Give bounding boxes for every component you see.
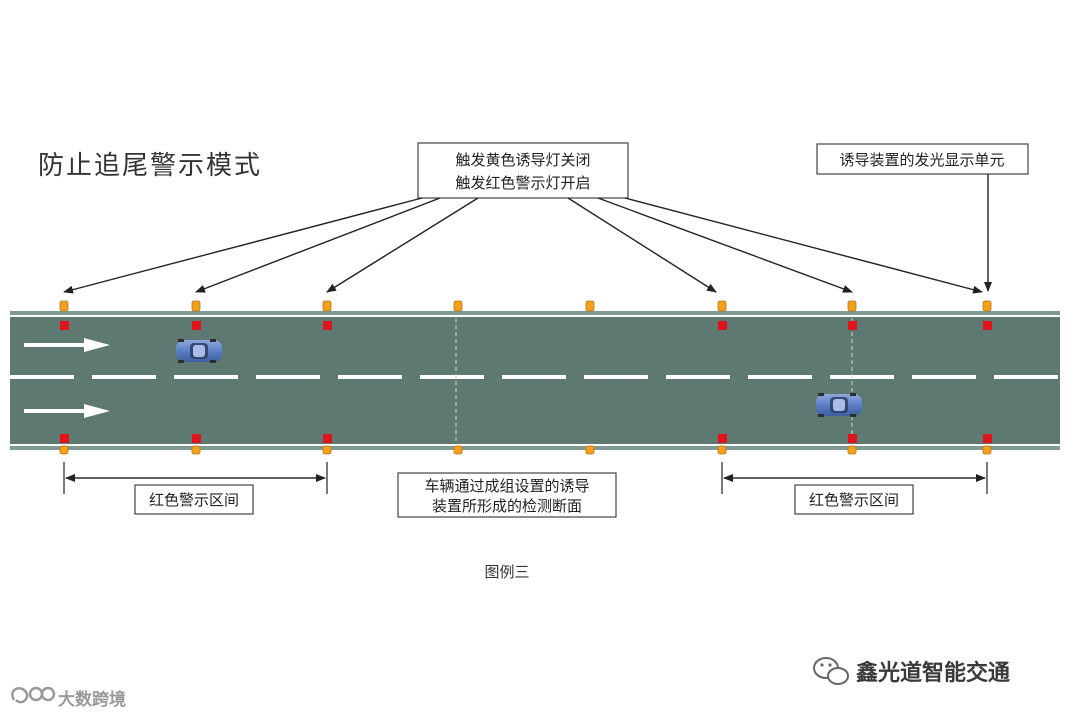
lane-center-markings [10, 375, 1058, 379]
car-top-lane [176, 339, 222, 363]
detection-section-line1: 车辆通过成组设置的诱导 [424, 477, 589, 495]
arrow-to-light-2 [195, 197, 441, 293]
lane-dash [256, 375, 320, 379]
lane-dash [338, 375, 402, 379]
red-warning-light-top [983, 321, 992, 330]
red-warning-light-bottom [323, 434, 332, 443]
yellow-guide-light-bottom [982, 445, 992, 455]
lane-dash [92, 375, 156, 379]
watermark-left-text: 大数跨境 [58, 689, 126, 710]
trigger-callout-box [417, 142, 629, 199]
yellow-guide-light-top [847, 300, 857, 312]
watermark-right: 鑫光道智能交通 [813, 657, 1010, 686]
direction-arrow-bottom [24, 404, 110, 418]
trigger-callout-line2: 触发红色警示灯开启 [455, 174, 590, 192]
red-warning-light-top [60, 321, 69, 330]
lane-dash [666, 375, 730, 379]
right-interval-box [794, 484, 914, 515]
red-warning-light-top [718, 321, 727, 330]
guide-lights [59, 300, 992, 455]
red-warning-light-bottom [848, 434, 857, 443]
lane-dash [420, 375, 484, 379]
logo-icon [11, 686, 56, 704]
trigger-callout-line1: 触发黄色诱导灯关闭 [455, 151, 590, 169]
right-warning-interval: 红色警示区间 [721, 462, 988, 515]
yellow-guide-light-top [585, 300, 595, 312]
arrow-to-light-6 [567, 197, 717, 293]
unit-callout-box [816, 143, 1029, 175]
watermark-left: 大数跨境 [11, 686, 126, 710]
red-warning-light-top [848, 321, 857, 330]
diagram-title: 防止追尾警示模式 [38, 151, 262, 181]
yellow-guide-light-top [453, 300, 463, 312]
lane-dash [174, 375, 238, 379]
detection-section-box [397, 472, 617, 518]
car-bottom-lane [816, 393, 862, 417]
lane-dash [830, 375, 894, 379]
yellow-guide-light-top [982, 300, 992, 312]
yellow-guide-light-bottom [453, 445, 463, 455]
road [10, 311, 1060, 450]
yellow-guide-light-top [191, 300, 201, 312]
left-warning-interval: 红色警示区间 [63, 462, 328, 515]
wechat-icon [813, 657, 849, 685]
lane-dash [912, 375, 976, 379]
red-warning-light-top [323, 321, 332, 330]
detection-section-line2: 装置所形成的检测断面 [432, 497, 582, 515]
yellow-guide-light-bottom [585, 445, 595, 455]
arrow-to-light-3 [326, 197, 479, 293]
detection-section-callout: 车辆通过成组设置的诱导 装置所形成的检测断面 [397, 472, 617, 518]
lane-dash [994, 375, 1058, 379]
figure-caption: 图例三 [484, 563, 529, 581]
lane-dash [10, 375, 74, 379]
red-warning-light-bottom [718, 434, 727, 443]
red-warning-light-bottom [60, 434, 69, 443]
arrow-to-light-8 [624, 197, 983, 294]
road-top-edge [10, 311, 1060, 315]
arrow-to-light-7 [597, 197, 853, 293]
red-warning-light-bottom [192, 434, 201, 443]
watermark-right-text: 鑫光道智能交通 [856, 660, 1010, 686]
trigger-callout: 触发黄色诱导灯关闭 触发红色警示灯开启 [417, 142, 629, 199]
red-warning-light-top [192, 321, 201, 330]
unit-callout: 诱导装置的发光显示单元 [816, 143, 1029, 175]
yellow-guide-light-top [59, 300, 69, 312]
yellow-guide-light-top [717, 300, 727, 312]
unit-callout-label: 诱导装置的发光显示单元 [839, 151, 1004, 169]
yellow-guide-light-bottom [717, 445, 727, 455]
left-interval-box [134, 484, 254, 515]
yellow-guide-light-bottom [322, 445, 332, 455]
yellow-guide-light-bottom [59, 445, 69, 455]
yellow-guide-light-top [322, 300, 332, 312]
lane-dash [502, 375, 566, 379]
direction-arrow-top [24, 338, 110, 352]
arrow-to-light-1 [63, 197, 423, 294]
road-bottom-edge [10, 446, 1060, 450]
lane-dash [748, 375, 812, 379]
red-warning-light-bottom [983, 434, 992, 443]
yellow-guide-light-bottom [191, 445, 201, 455]
lane-dash [584, 375, 648, 379]
road-surface [10, 317, 1060, 444]
left-interval-label: 红色警示区间 [149, 491, 239, 509]
callout-arrows [63, 174, 992, 294]
yellow-guide-light-bottom [847, 445, 857, 455]
right-interval-label: 红色警示区间 [809, 491, 899, 509]
